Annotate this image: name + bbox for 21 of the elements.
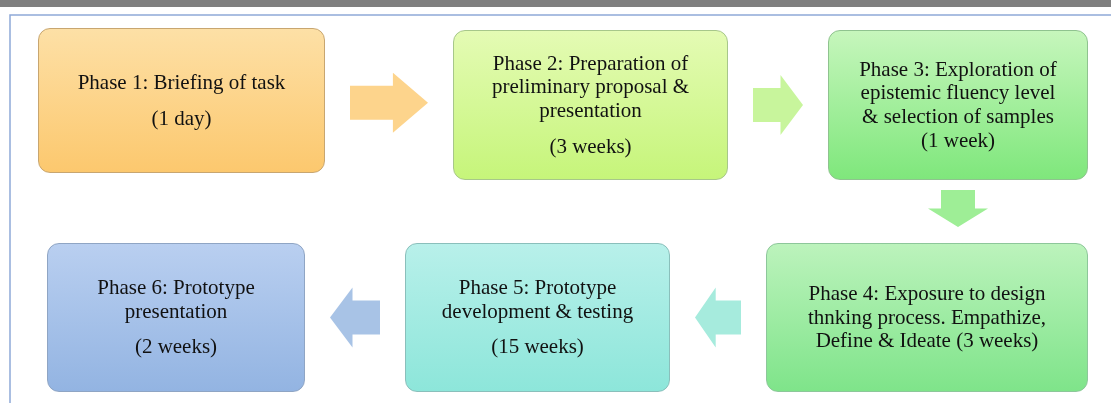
duration-text: (2 weeks) [134, 335, 218, 359]
duration-text: (3 weeks) [549, 134, 632, 159]
phase-box [38, 28, 325, 173]
phase-box [47, 243, 305, 392]
duration-text: (1 day) [151, 106, 212, 130]
phase-description: Phase 6: Prototype presentation [96, 276, 256, 324]
block-arrow [330, 287, 380, 348]
block-arrow [753, 75, 803, 135]
block-arrow [928, 190, 988, 227]
phase-box [405, 243, 670, 392]
block-arrow [350, 72, 428, 133]
phase-description: Phase 3: Exploration of epistemic fluency level & selection of samples (1 week) [858, 57, 1058, 153]
phase-box [828, 30, 1088, 180]
phase-box [453, 30, 728, 180]
phase-description: Phase 4: Exposure to design thnking process. Empathize, Define & Ideate (3 weeks) [807, 282, 1047, 353]
phase-description: Phase 5: Prototype development & testing [440, 276, 635, 324]
duration-text: (15 weeks) [491, 335, 584, 359]
phase-description: Phase 1: Briefing of task [77, 71, 286, 95]
phase-description: Phase 2: Preparation of preliminary proposal & presentation [490, 51, 691, 123]
phase-box [766, 243, 1088, 392]
block-arrow [695, 287, 741, 348]
